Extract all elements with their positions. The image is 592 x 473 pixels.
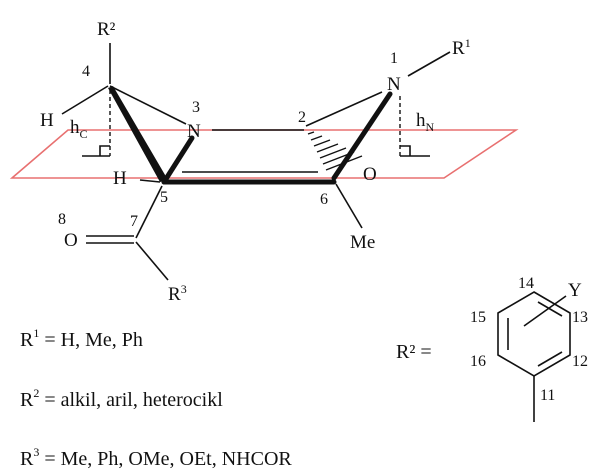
label-hn: hN	[416, 110, 435, 134]
label-o-c2: O	[363, 164, 377, 185]
label-r3: R3	[168, 282, 187, 305]
label-o8: O	[64, 230, 78, 251]
label-n3-number: 3	[192, 99, 200, 116]
label-hc: hC	[70, 117, 88, 141]
label-n3: N	[187, 121, 201, 142]
right-angle-n	[400, 145, 411, 156]
label-ring-15: 15	[470, 309, 486, 326]
definition-r1: R1 = H, Me, Ph	[20, 326, 143, 351]
definition-r3: R3 = Me, Ph, OMe, OEt, NHCOR	[20, 445, 292, 470]
bond-c5-h	[139, 179, 161, 183]
bond-c2-n1-thin	[305, 91, 383, 127]
label-y: Y	[568, 280, 582, 301]
aryl-lhs: R² =	[396, 341, 432, 363]
label-r2: R²	[97, 19, 116, 40]
label-n1: N	[387, 74, 401, 95]
label-ring-14: 14	[518, 275, 534, 292]
label-c7-number: 7	[130, 213, 138, 230]
definition-r2: R2 = alkil, aril, heterocikl	[20, 386, 223, 411]
label-h-c4: H	[40, 110, 54, 131]
label-ring-11: 11	[540, 387, 555, 404]
bond-n1-r1	[407, 51, 451, 77]
label-c4-number: 4	[82, 63, 90, 80]
reference-plane	[9, 129, 519, 179]
bond-c5-c7	[135, 185, 163, 239]
bond-c7-r3	[135, 241, 169, 281]
bond-n3-c5	[161, 135, 195, 185]
label-o8-number: 8	[58, 211, 66, 228]
right-angle-c	[99, 145, 110, 156]
label-c5-number: 5	[160, 189, 168, 206]
label-c2-number: 2	[298, 109, 306, 126]
label-h-c5: H	[113, 168, 127, 189]
label-c6-number: 6	[320, 191, 328, 208]
bond-c4-c5-wedge	[108, 86, 168, 182]
label-r1: R1	[452, 36, 471, 59]
bond-aryl-substituent-y	[523, 295, 567, 327]
benzene-ring	[497, 291, 571, 377]
label-ring-12: 12	[572, 353, 588, 370]
bond-c2-o-hashed	[307, 131, 363, 171]
bond-c4-h	[61, 85, 109, 115]
label-ring-13: 13	[572, 309, 588, 326]
bond-c6-me	[335, 183, 363, 229]
bond-n1-c6	[331, 91, 393, 181]
label-n1-number: 1	[390, 50, 398, 67]
label-me: Me	[350, 232, 375, 253]
bond-c4-n3	[109, 85, 187, 125]
label-ring-16: 16	[470, 353, 486, 370]
